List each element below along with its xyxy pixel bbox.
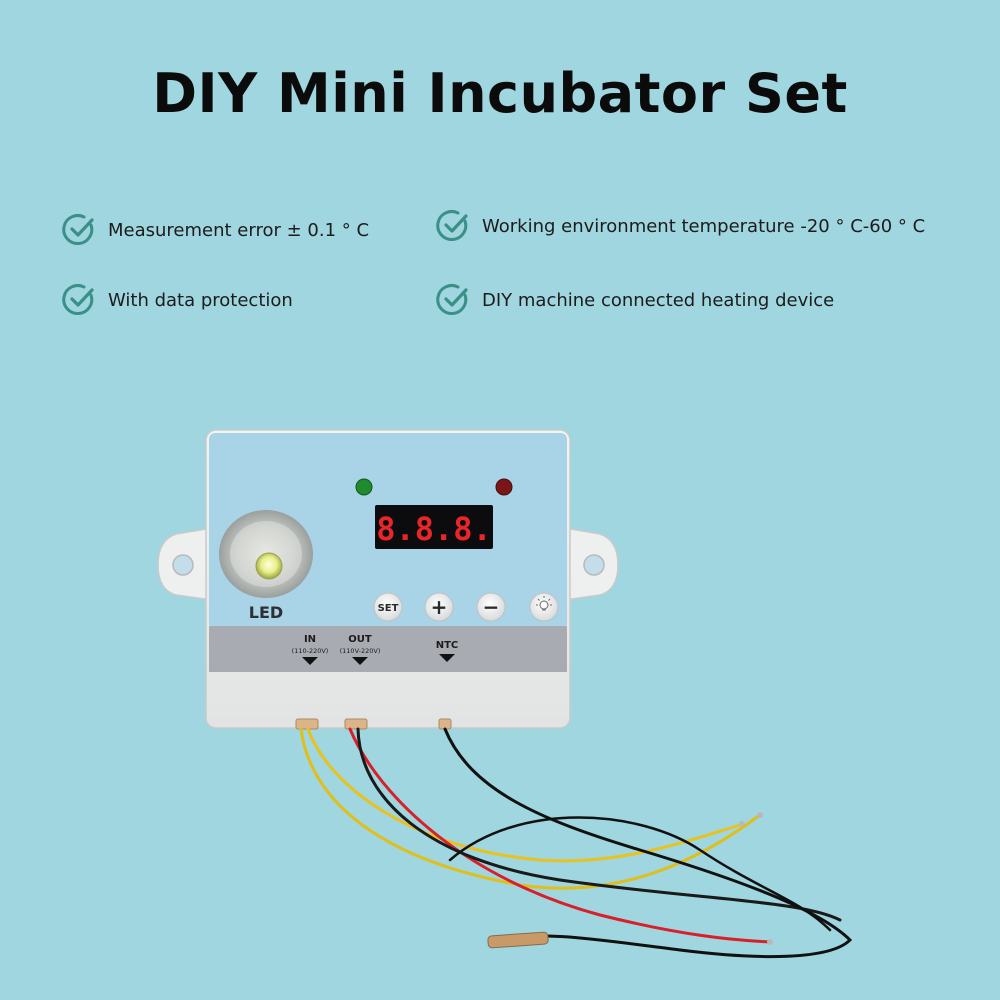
wire-tip <box>767 939 773 945</box>
cables <box>299 727 853 959</box>
check-circle-icon <box>62 214 94 245</box>
light-button[interactable] <box>529 592 559 622</box>
feature-heating-device: DIY machine connected heating device <box>436 283 834 317</box>
display-digits: 8.8.8. <box>376 510 492 548</box>
led-lamp <box>219 510 313 598</box>
minus-button[interactable]: − <box>476 592 506 622</box>
in-arrow-icon <box>302 657 318 665</box>
ntc-label: NTC <box>436 640 459 651</box>
feature-data-protection: With data protection <box>62 283 293 317</box>
set-button-label: SET <box>378 603 399 614</box>
ntc-probe <box>487 931 549 949</box>
minus-button-label: − <box>483 595 500 619</box>
check-circle-icon <box>436 210 468 241</box>
in-label: IN <box>304 634 316 645</box>
out-arrow-icon <box>352 657 368 665</box>
set-button[interactable]: SET <box>373 592 403 622</box>
plus-button[interactable]: + <box>424 592 454 622</box>
in-socket <box>295 718 319 730</box>
plus-button-label: + <box>431 595 448 619</box>
led-label: LED <box>249 603 283 622</box>
check-circle-icon <box>436 284 468 315</box>
out-label: OUT <box>348 634 372 645</box>
feature-measurement-error: Measurement error ± 0.1 ° C <box>62 213 369 247</box>
wire-tip <box>757 812 763 818</box>
feature-working-temperature: Working environment temperature -20 ° C-… <box>436 209 925 243</box>
out-socket <box>344 718 368 730</box>
out-voltage: (110V-220V) <box>340 647 381 655</box>
feature-text: Working environment temperature -20 ° C-… <box>482 215 926 237</box>
incubator-controller-image: LED 8.8.8. SET + − IN (110-220V) OUT (11… <box>157 429 853 959</box>
check-circle-icon <box>62 284 94 315</box>
front-panel-gray <box>209 626 567 672</box>
ntc-arrow-icon <box>439 654 455 662</box>
lightbulb-icon <box>536 596 552 611</box>
digital-display <box>375 505 493 549</box>
page-title: DIY Mini Incubator Set <box>152 62 848 125</box>
mounting-ear-left <box>157 527 213 601</box>
green-indicator <box>355 478 373 496</box>
in-voltage: (110-220V) <box>292 647 329 655</box>
feature-text: DIY machine connected heating device <box>482 289 835 311</box>
red-indicator <box>495 478 513 496</box>
feature-text: With data protection <box>108 289 293 311</box>
feature-text: Measurement error ± 0.1 ° C <box>108 219 370 241</box>
mounting-ear-right <box>564 527 619 601</box>
wire-tip <box>739 821 745 827</box>
